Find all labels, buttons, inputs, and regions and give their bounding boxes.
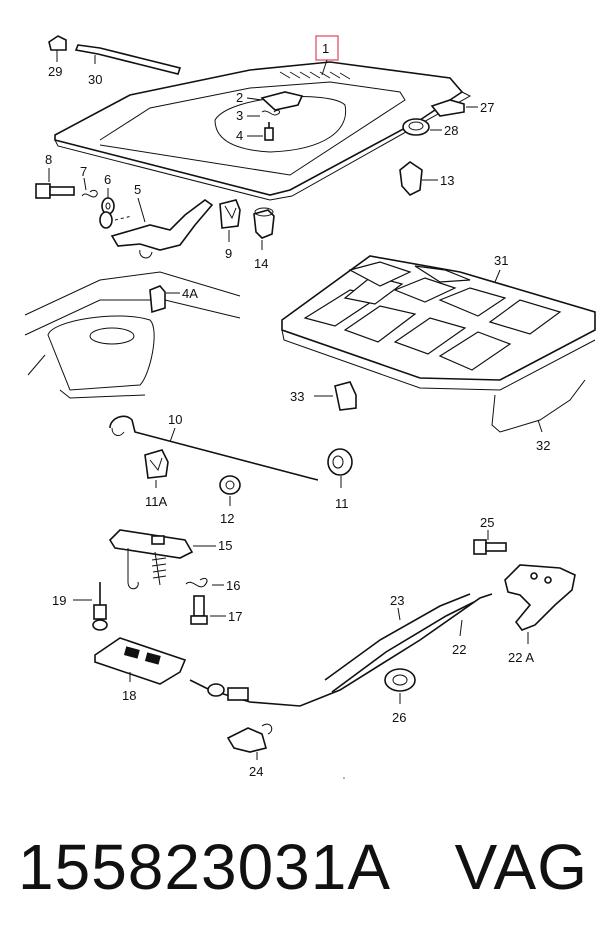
- grommet-26: 26: [384, 668, 416, 725]
- bracket-24: 24: [226, 723, 273, 779]
- hinge-5: 5: [110, 182, 214, 259]
- callout-15: 15: [218, 538, 232, 553]
- callout-10: 10: [168, 412, 182, 427]
- callout-2: 2: [236, 90, 243, 105]
- release-rod-10: 10: [109, 412, 319, 481]
- callout-24: 24: [249, 764, 263, 779]
- hood-latch-plate-2: 2: [236, 90, 304, 111]
- grommet-28: 28: [402, 118, 458, 138]
- callout-1: 1: [322, 41, 329, 56]
- callout-13: 13: [440, 173, 454, 188]
- callout-31: 31: [494, 253, 508, 268]
- clip-11a: 11A: [144, 449, 169, 509]
- callout-33: 33: [290, 389, 304, 404]
- seal-29: 29: [48, 35, 67, 79]
- bracket-4a: 4A: [149, 285, 198, 314]
- callout-26: 26: [392, 710, 406, 725]
- callout-29: 29: [48, 64, 62, 79]
- clip-13: 13: [399, 161, 454, 196]
- callout-25: 25: [480, 515, 494, 530]
- callout-3: 3: [236, 108, 243, 123]
- grommet-12: 12: [219, 475, 241, 526]
- clip-33: 33: [290, 381, 357, 411]
- rivet-19: 19: [52, 582, 108, 631]
- bolt-8: 8: [35, 152, 75, 199]
- cable-22: 22: [189, 593, 493, 707]
- washer-6: 6: [99, 172, 115, 229]
- callout-30: 30: [88, 72, 102, 87]
- clip-16: 16: [185, 577, 240, 593]
- bolt-17: 17: [190, 595, 242, 625]
- callout-23: 23: [390, 593, 404, 608]
- brand-label: VAG: [454, 831, 588, 903]
- washer-7: 7: [80, 164, 98, 198]
- cable-sleeve-23: 23: [324, 593, 475, 693]
- callout-32: 32: [536, 438, 550, 453]
- parts-exploded-diagram: 1 2 3 4 29 30 27 28: [24, 35, 596, 779]
- clip-3: 3: [236, 108, 281, 123]
- screw-25: 25: [473, 515, 507, 555]
- part-number: 155823031A: [18, 831, 392, 903]
- callout-4: 4: [236, 128, 243, 143]
- body-section: [24, 271, 241, 399]
- caption-bar: 155823031A VAG: [18, 822, 588, 912]
- callout-4a: 4A: [182, 286, 198, 301]
- callout-14: 14: [254, 256, 268, 271]
- insulation-mat-31: 31: [281, 253, 596, 391]
- grommet-11: 11: [327, 448, 353, 511]
- callout-27: 27: [480, 100, 494, 115]
- hood-latch-15: 15: [108, 529, 232, 590]
- bumper-27: 27: [430, 99, 494, 117]
- seal-strip-30: 30: [74, 44, 182, 87]
- hood-panel: [54, 61, 472, 201]
- release-handle-22a: 22 A: [504, 564, 576, 665]
- callout-5: 5: [134, 182, 141, 197]
- screw-4: 4: [236, 122, 274, 143]
- callout-17: 17: [228, 609, 242, 624]
- callout-7: 7: [80, 164, 87, 179]
- callout-6: 6: [104, 172, 111, 187]
- callout-22: 22: [452, 642, 466, 657]
- buffer-14: 14: [253, 207, 275, 271]
- callout-8: 8: [45, 152, 52, 167]
- callout-18: 18: [122, 688, 136, 703]
- callout-9: 9: [225, 246, 232, 261]
- callout-16: 16: [226, 578, 240, 593]
- latch-plate-18: 18: [94, 637, 187, 703]
- callout-28: 28: [444, 123, 458, 138]
- clip-9: 9: [219, 199, 241, 261]
- firewall-edge-32: 32: [491, 379, 586, 453]
- callout-22a: 22 A: [508, 650, 534, 665]
- callout-19: 19: [52, 593, 66, 608]
- callout-12: 12: [220, 511, 234, 526]
- callout-11a: 11A: [145, 494, 167, 509]
- callout-11: 11: [335, 496, 349, 511]
